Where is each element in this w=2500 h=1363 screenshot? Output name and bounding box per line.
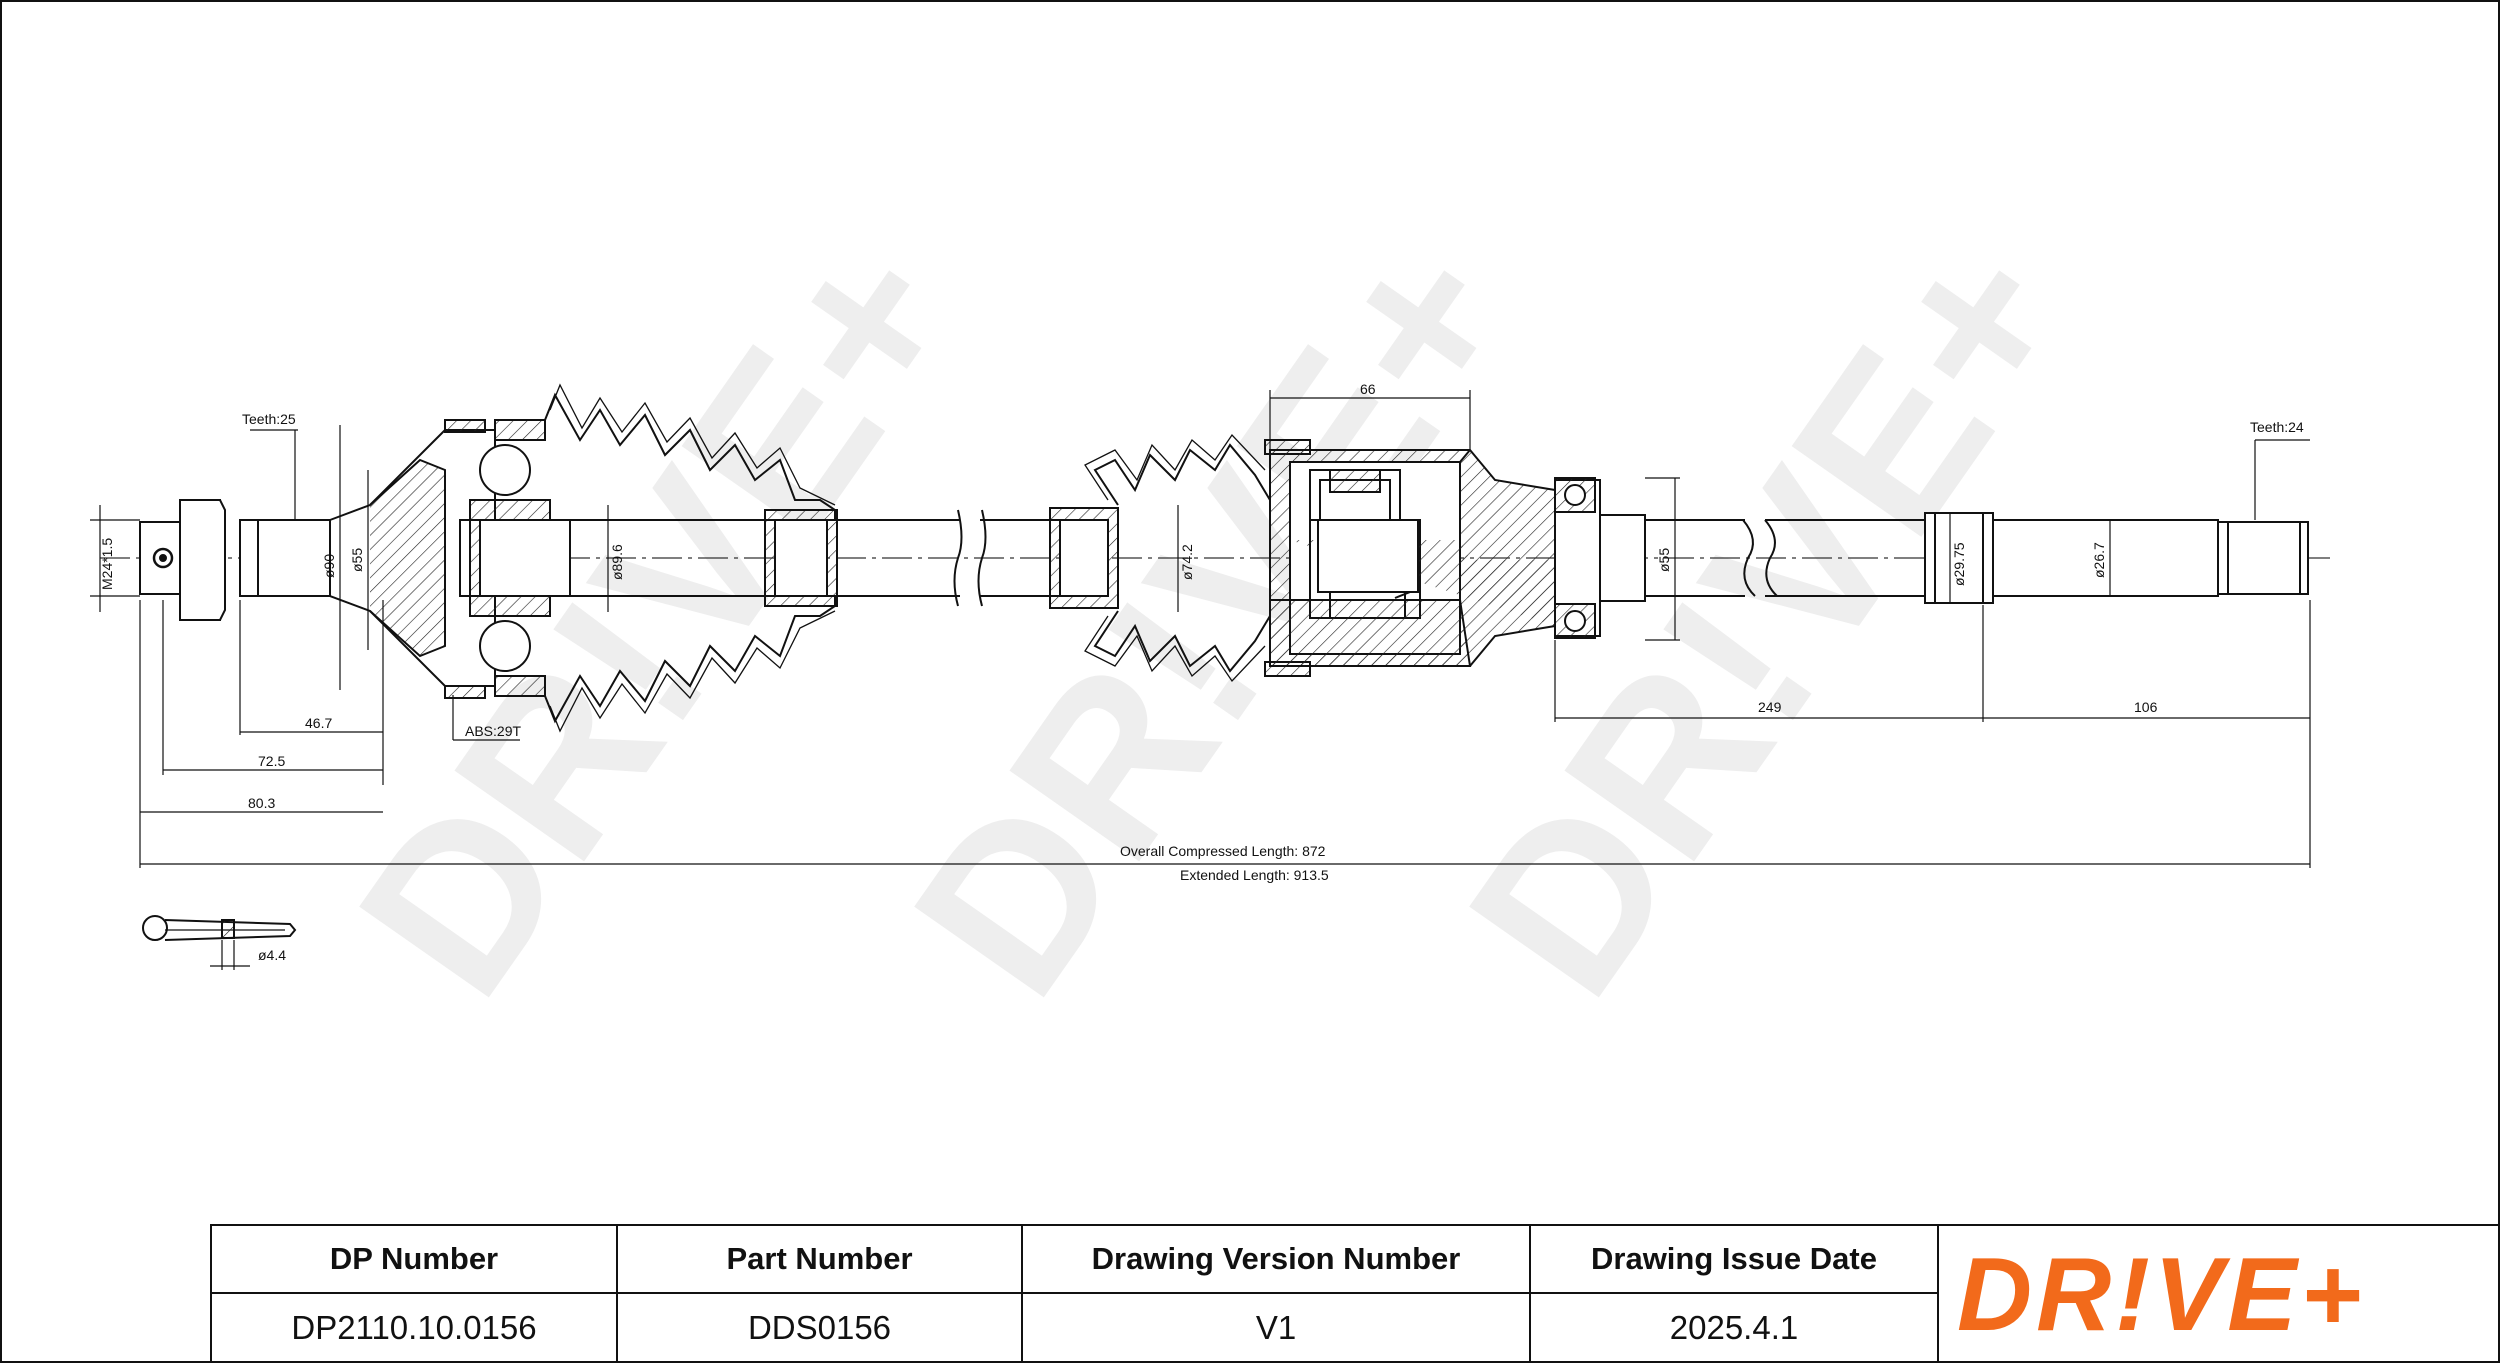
- logo-cell: DR!VE+: [1937, 1224, 2500, 1363]
- dia-89-6-label: ø89.6: [609, 544, 625, 580]
- teeth-right-label: Teeth:24: [2250, 419, 2304, 435]
- dia-74-2-label: ø74.2: [1179, 544, 1195, 580]
- teeth-left-label: Teeth:25: [242, 411, 296, 427]
- len-106-label: 106: [2134, 699, 2158, 715]
- value-part-number: DDS0156: [616, 1292, 1023, 1363]
- dia-90-label: ø90: [321, 554, 337, 578]
- right-stub-shaft: [1645, 512, 2309, 604]
- pin-dia-label: ø4.4: [258, 947, 286, 963]
- header-part-number: Part Number: [616, 1224, 1023, 1294]
- header-drawing-version: Drawing Version Number: [1021, 1224, 1531, 1294]
- len-72-5-label: 72.5: [258, 753, 285, 769]
- dia-55-right-label: ø55: [1656, 548, 1672, 572]
- technical-drawing: DR!VE+ DR!VE+ DR!VE+: [90, 194, 2330, 1038]
- stub-collar: [1924, 512, 1994, 604]
- len-46-7-label: 46.7: [305, 715, 332, 731]
- dimension-lines: [90, 390, 2311, 868]
- outer-cv-joint: [139, 383, 838, 733]
- value-issue-date: 2025.4.1: [1529, 1292, 1939, 1363]
- dimension-labels: Teeth:25 Teeth:24 M24*1.5 ø90 ø55 ø89.6 …: [99, 381, 2304, 963]
- abs-label: ABS:29T: [465, 723, 521, 739]
- title-block: DP Number Part Number Drawing Version Nu…: [210, 1224, 2500, 1363]
- len-249-label: 249: [1758, 699, 1782, 715]
- cotter-hole: [152, 547, 174, 569]
- dia-55-left-label: ø55: [349, 548, 365, 572]
- dia-29-75-label: ø29.75: [1951, 542, 1967, 586]
- cotter-pin-detail: [142, 915, 297, 970]
- watermark-group: DR!VE+ DR!VE+ DR!VE+: [310, 194, 2118, 1038]
- brand-logo: DR!VE+: [1957, 1237, 2366, 1353]
- value-drawing-version: V1: [1021, 1292, 1531, 1363]
- overall-length-label: Overall Compressed Length: 872: [1120, 843, 1326, 859]
- outer-boot: [544, 392, 836, 520]
- inner-tripod-joint: [1049, 433, 1646, 683]
- inner-boot: [1093, 443, 1271, 508]
- header-dp-number: DP Number: [210, 1224, 618, 1294]
- thread-label: M24*1.5: [99, 538, 115, 590]
- title-table: DP Number Part Number Drawing Version Nu…: [210, 1224, 1939, 1363]
- len-66-label: 66: [1360, 381, 1376, 397]
- dia-26-7-label: ø26.7: [2091, 542, 2107, 578]
- value-dp-number: DP2110.10.0156: [210, 1292, 618, 1363]
- len-80-3-label: 80.3: [248, 795, 275, 811]
- splined-stub: [239, 519, 331, 597]
- intermediate-shaft: [570, 509, 1060, 607]
- extended-length-label: Extended Length: 913.5: [1180, 867, 1329, 883]
- header-issue-date: Drawing Issue Date: [1529, 1224, 1939, 1294]
- stub-spline: [2217, 521, 2309, 595]
